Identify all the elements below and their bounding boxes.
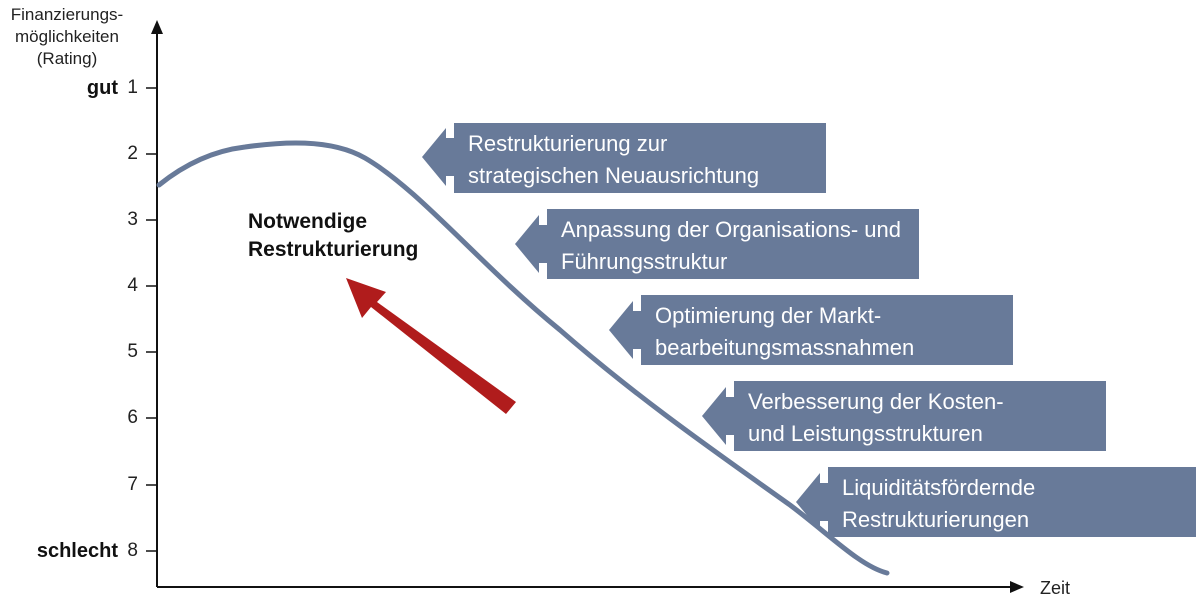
measure-text: Verbesserung der Kosten- <box>748 389 1004 414</box>
y-axis-label-line: möglichkeiten <box>15 27 119 46</box>
restructuring-note: Notwendige Restrukturierung <box>248 208 418 264</box>
rating-good-label: gut <box>86 77 118 99</box>
measure-box: Verbesserung der Kosten- und Leistungsst… <box>734 381 1106 451</box>
tick-label: 3 <box>127 209 138 230</box>
tick-label: 2 <box>127 143 138 164</box>
rating-curve <box>156 140 890 576</box>
measure-box: Optimierung der Markt- bearbeitungsmassn… <box>641 295 1013 365</box>
tick-label: 4 <box>127 275 138 296</box>
measure-arrow-neck <box>726 397 734 435</box>
x-axis-arrowhead <box>1010 581 1024 593</box>
measure-arrow-neck <box>446 138 454 176</box>
tick-label: 1 <box>127 77 138 98</box>
y-axis-arrowhead <box>151 20 163 34</box>
measure-text: Restrukturierung zur <box>468 131 668 156</box>
measure-arrow-neck <box>539 225 547 263</box>
measure-arrowhead <box>796 473 820 531</box>
measure-arrow-neck <box>633 311 641 349</box>
tick-label: 8 <box>127 540 138 561</box>
measure-text: Führungsstruktur <box>561 249 728 274</box>
measure-text: Optimierung der Markt- <box>655 303 882 328</box>
x-axis-label: Zeit <box>1040 578 1071 598</box>
y-axis-label: Finanzierungs- möglichkeiten (Rating) <box>2 4 132 70</box>
measure-text: und Leistungsstrukturen <box>748 421 983 446</box>
measure-text: Liquiditätsfördernde <box>842 475 1036 500</box>
measure-text: bearbeitungsmassnahmen <box>655 335 915 360</box>
y-axis-label-line: Finanzierungs- <box>10 5 124 24</box>
measure-arrowhead <box>515 215 539 273</box>
measure-text: Restrukturierungen <box>842 507 1030 532</box>
tick-label: 5 <box>127 341 138 362</box>
measure-box: Anpassung der Organisations- und Führung… <box>547 209 919 279</box>
measure-arrowhead <box>609 301 633 359</box>
y-axis-label-line: (Rating) <box>36 49 98 68</box>
measure-box: Restrukturierung zur strategischen Neuau… <box>454 123 826 193</box>
measure-box: Liquiditätsfördernde Restrukturierungen <box>828 467 1196 537</box>
measure-arrow-neck <box>820 483 828 521</box>
note-line: Restrukturierung <box>248 238 419 261</box>
rating-bad-label: schlecht <box>36 540 118 562</box>
tick-label: 7 <box>127 474 138 495</box>
measure-text: Anpassung der Organisations- und <box>561 217 901 242</box>
red-arrow <box>346 278 516 414</box>
tick-label: 6 <box>127 407 138 428</box>
note-line: Notwendige <box>248 210 367 233</box>
measure-arrowhead <box>702 387 726 445</box>
measure-arrowhead <box>422 128 446 186</box>
measure-text: strategischen Neuausrichtung <box>468 163 760 188</box>
